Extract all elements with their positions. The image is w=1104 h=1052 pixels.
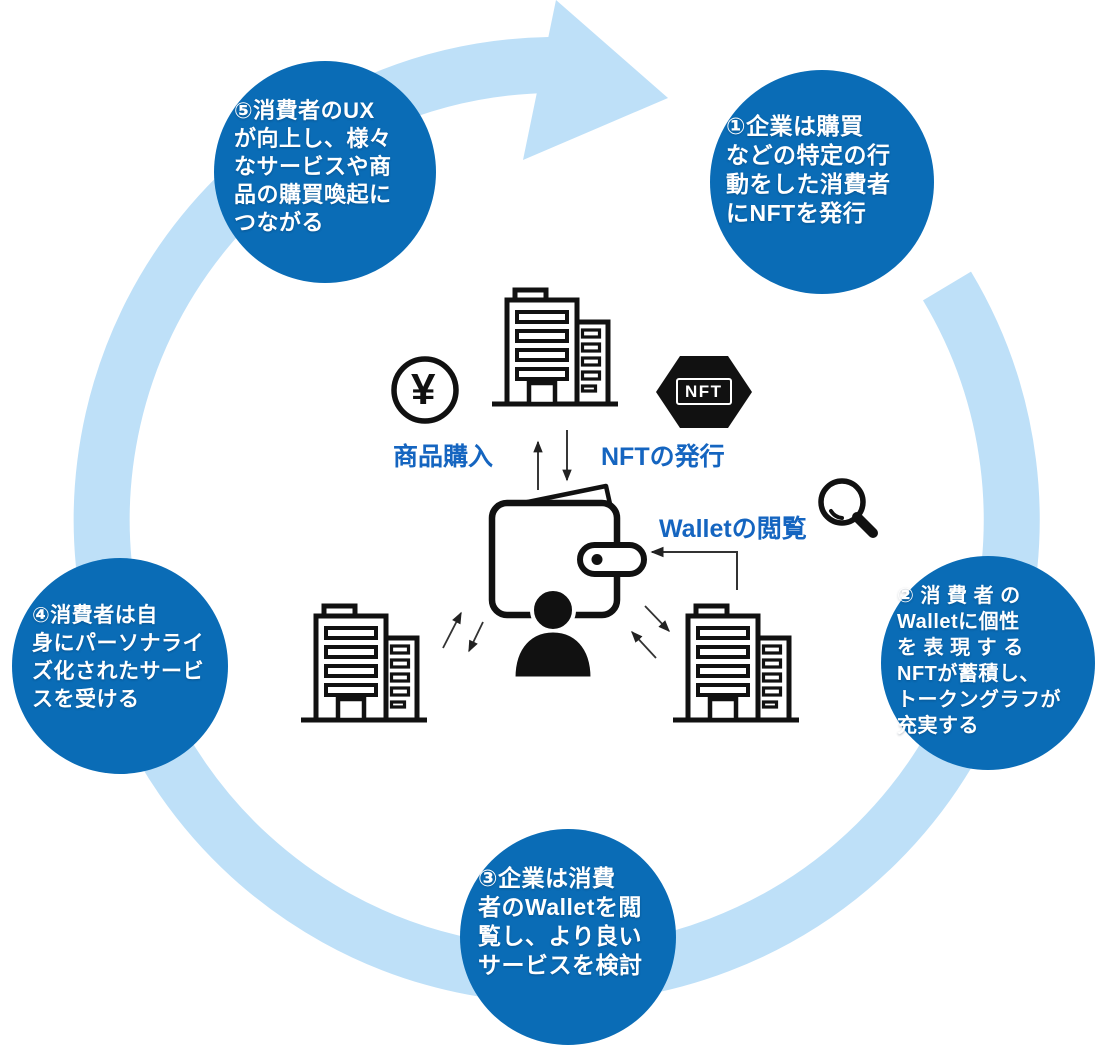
step-text-line: 充実する [897,715,979,737]
company-building-left-icon [301,606,427,720]
step-text-line: 品の購買喚起に [234,182,392,207]
exchange-arrows-left [442,611,484,653]
step-text-line: ズ化されたサービ [32,660,204,683]
step-text-line: ③企業は消費 [478,865,616,891]
cycle-step-3-bubble: ③企業は消費 者のWalletを閲 覧し、より良い サービスを検討 [460,829,676,1045]
step-text-line: なサービスや商 [234,154,392,179]
yen-symbol: ¥ [411,365,436,414]
cycle-step-5-bubble: ⑤消費者のUX が向上し、様々 なサービスや商 品の購買喚起に つながる [214,61,436,283]
step-text-line: NFTが蓄積し、 [897,663,1040,685]
step-text-line: ② 消 費 者 の [897,585,1021,607]
step-text-line: などの特定の行 [726,142,891,168]
step-text-line: トークングラフが [897,689,1061,711]
cycle-step-2-bubble: ② 消 費 者 の Walletに個性 を 表 現 す る NFTが蓄積し、 ト… [881,556,1095,770]
step-text-line: Walletに個性 [897,611,1020,633]
step-text-line: 身にパーソナライ [32,632,204,655]
nft-issue-label: NFTの発行 [601,443,725,471]
step-text-line: ①企業は購買 [726,113,864,139]
yen-coin-icon [391,356,459,424]
step-text-line: を 表 現 す る [897,637,1024,659]
nft-hexagon-icon [656,356,752,428]
step-text-line: にNFTを発行 [726,200,867,226]
step-text-line: 者のWalletを閲 [478,894,642,920]
purchase-label: 商品購入 [393,443,494,471]
cycle-step-4-bubble: ④消費者は自 身にパーソナライ ズ化されたサービ スを受ける [12,558,228,774]
step-text-line: 動をした消費者 [726,171,891,197]
step-text-line: スを受ける [32,688,140,711]
step-text-line: つながる [234,210,325,235]
cycle-step-1-bubble: ①企業は購買 などの特定の行 動をした消費者 にNFTを発行 [710,70,934,294]
step-text-line: が向上し、様々 [234,126,392,151]
nft-badge-label: NFT [676,378,732,405]
wallet-view-arrow [650,546,738,590]
company-building-top-icon [492,290,618,404]
company-building-right-icon [673,606,799,720]
step-text-line: 覧し、より良い [478,923,643,949]
step-text-line: ④消費者は自 [32,604,158,627]
step-text-line: サービスを検討 [478,952,643,978]
wallet-icon [488,483,647,619]
magnifier-icon [818,478,878,538]
step-text-line: ⑤消費者のUX [234,98,375,123]
wallet-view-label: Walletの閲覧 [659,515,807,543]
person-icon [512,587,594,680]
exchange-arrows-right [631,605,670,659]
